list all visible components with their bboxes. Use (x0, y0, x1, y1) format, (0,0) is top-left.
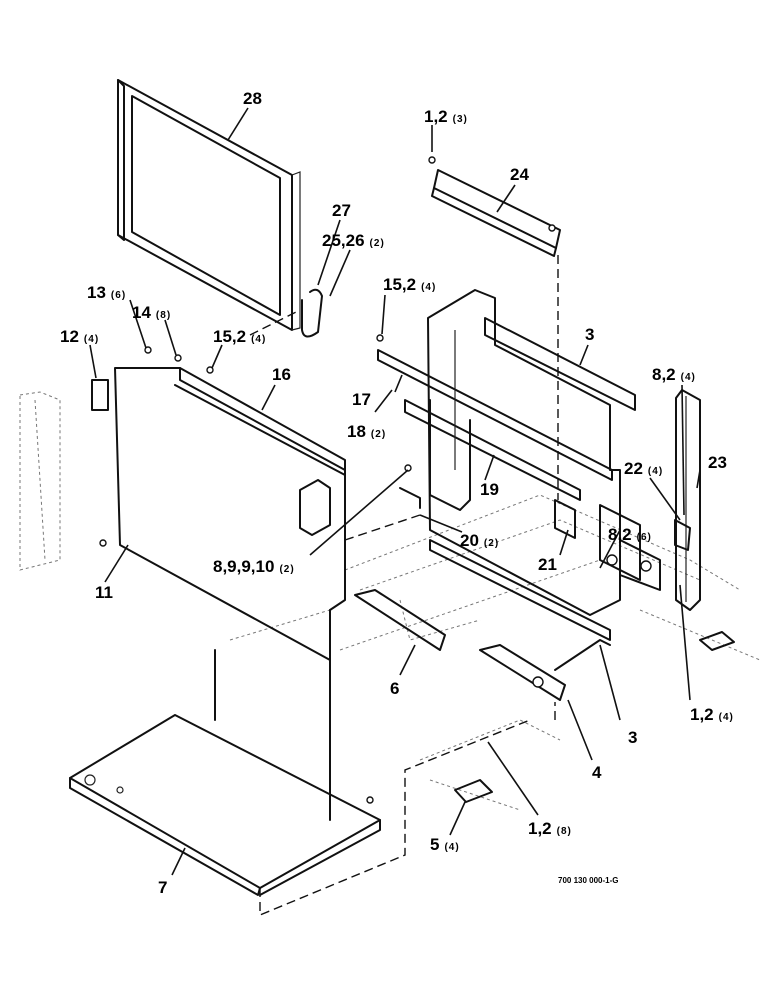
part-11-side-panel (99, 367, 346, 661)
callout-23: 23 (708, 453, 727, 472)
callout-11: 11 (95, 583, 113, 602)
part-27-handle (301, 288, 323, 338)
callout-24: 24 (510, 165, 529, 184)
callout-1-2-8: 1,2(8) (528, 819, 572, 838)
callout-8-9-9-10: 8,9,9,10(2) (213, 557, 295, 576)
callout-17: 17 (352, 390, 371, 409)
leader-lines (89, 107, 701, 876)
callout-13: 13(6) (87, 283, 126, 302)
part-24-top-cover (428, 156, 561, 257)
callout-1-2-4: 1,2(4) (690, 705, 734, 724)
callout-15-2-left: 15,2(4) (213, 327, 266, 346)
callout-18: 18(2) (347, 422, 386, 441)
callout-3-top: 3 (585, 325, 594, 344)
callout-4: 4 (592, 763, 602, 782)
callout-5: 5(4) (430, 835, 460, 854)
callout-12: 12(4) (60, 327, 99, 346)
part-6-shield (354, 589, 446, 651)
callout-labels: 28 1,2(3) 24 27 25,26(2) 13(6) 14(8) 12(… (60, 89, 734, 897)
callout-8-2-6: 8,2(6) (608, 525, 652, 544)
callout-22: 22(4) (624, 459, 663, 478)
drawing-number: 700 130 000-1-G (558, 876, 619, 885)
assembly-lines (249, 255, 559, 917)
part-bracket-assembly-right (599, 504, 691, 591)
callout-7: 7 (158, 878, 167, 897)
callout-1-2-3: 1,2(3) (424, 107, 468, 126)
callout-3-bottom: 3 (628, 728, 637, 747)
part-5-clip (454, 631, 735, 803)
hardware-13-14-15 (144, 334, 384, 374)
callout-27: 27 (332, 201, 351, 220)
part-3-lower-rail (429, 539, 611, 641)
callout-16: 16 (272, 365, 291, 384)
callout-8-2-4: 8,2(4) (652, 365, 696, 384)
part-28-frame (117, 79, 301, 331)
part-21-channel (399, 464, 576, 539)
callout-20: 20(2) (460, 531, 499, 550)
machine-frame-background (19, 391, 761, 811)
callout-21: 21 (538, 555, 557, 574)
part-7-floor-plate (69, 609, 381, 896)
part-23-side-bracket (675, 389, 701, 611)
callout-28: 28 (243, 89, 262, 108)
part-12-plate (91, 379, 109, 411)
callout-14: 14(8) (132, 303, 171, 322)
callout-25-26: 25,26(2) (322, 231, 385, 250)
part-3-rear-housing (377, 289, 636, 616)
callout-19: 19 (480, 480, 499, 499)
callout-6: 6 (390, 679, 399, 698)
part-4-brace (479, 639, 611, 701)
callout-15-2-right: 15,2(4) (383, 275, 436, 294)
